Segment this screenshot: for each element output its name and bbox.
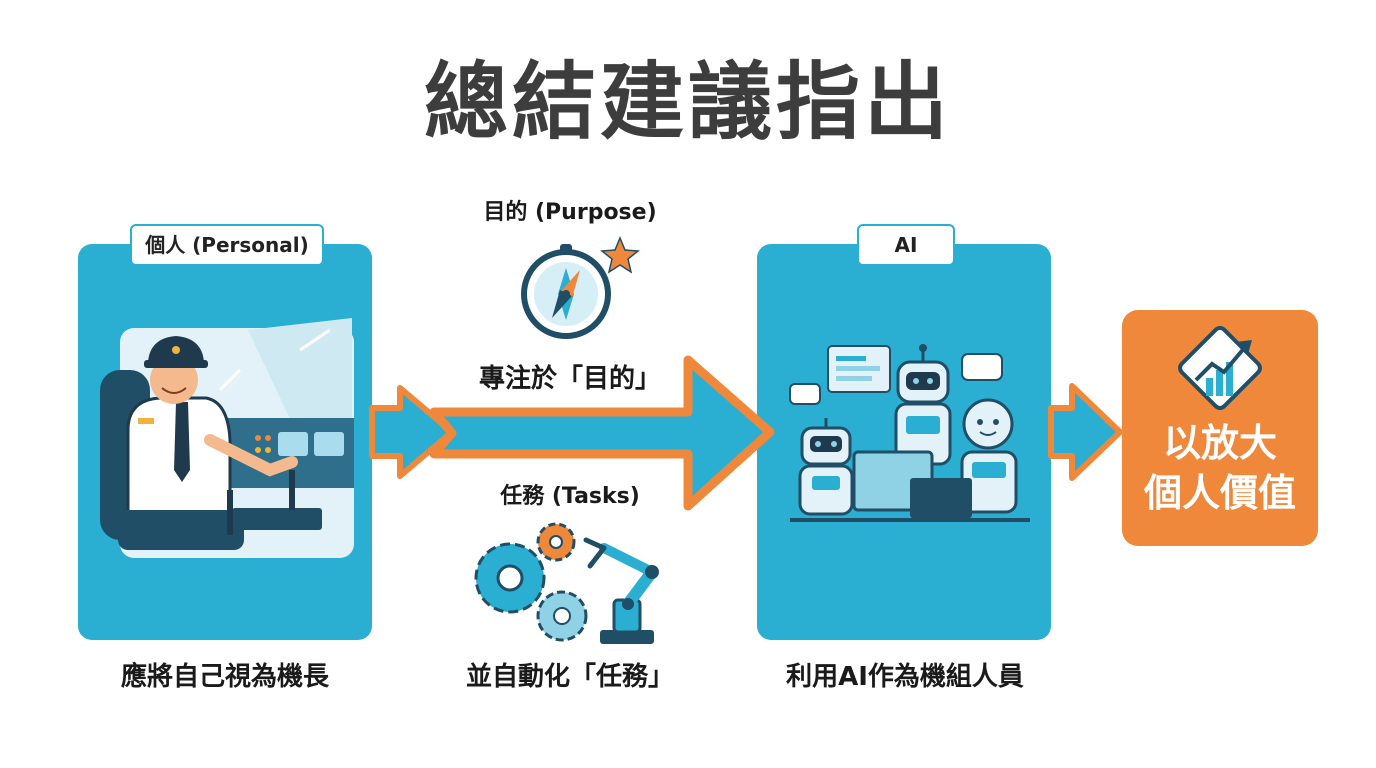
star-icon	[600, 236, 640, 274]
pilot-illustration	[100, 318, 354, 558]
purpose-arrow-text: 專注於「目的」	[478, 364, 661, 394]
personal-caption: 應將自己視為機長	[120, 662, 329, 692]
arrow-ai-to-result	[1048, 383, 1123, 481]
result-line1: 以放大	[1162, 421, 1277, 465]
main-arrow	[429, 355, 775, 511]
ai-caption: 利用AI作為機組人員	[786, 662, 1024, 692]
arrow-personal-to-middle	[369, 385, 455, 479]
tasks-label: 任務 (Tasks)	[500, 484, 640, 509]
ai-tag: AI	[857, 224, 955, 266]
gears-icon	[474, 522, 588, 642]
result-text: 以放大 個人價值	[1122, 418, 1318, 518]
robots-team-illustration	[789, 344, 1030, 522]
middle-caption: 並自動化「任務」	[465, 662, 674, 692]
purpose-label: 目的 (Purpose)	[483, 200, 657, 225]
page-title: 總結建議指出	[423, 53, 952, 151]
compass-icon	[521, 244, 611, 339]
robot-arm-icon	[583, 537, 659, 644]
result-line2: 個人價值	[1143, 471, 1296, 515]
personal-tag: 個人 (Personal)	[130, 224, 324, 266]
